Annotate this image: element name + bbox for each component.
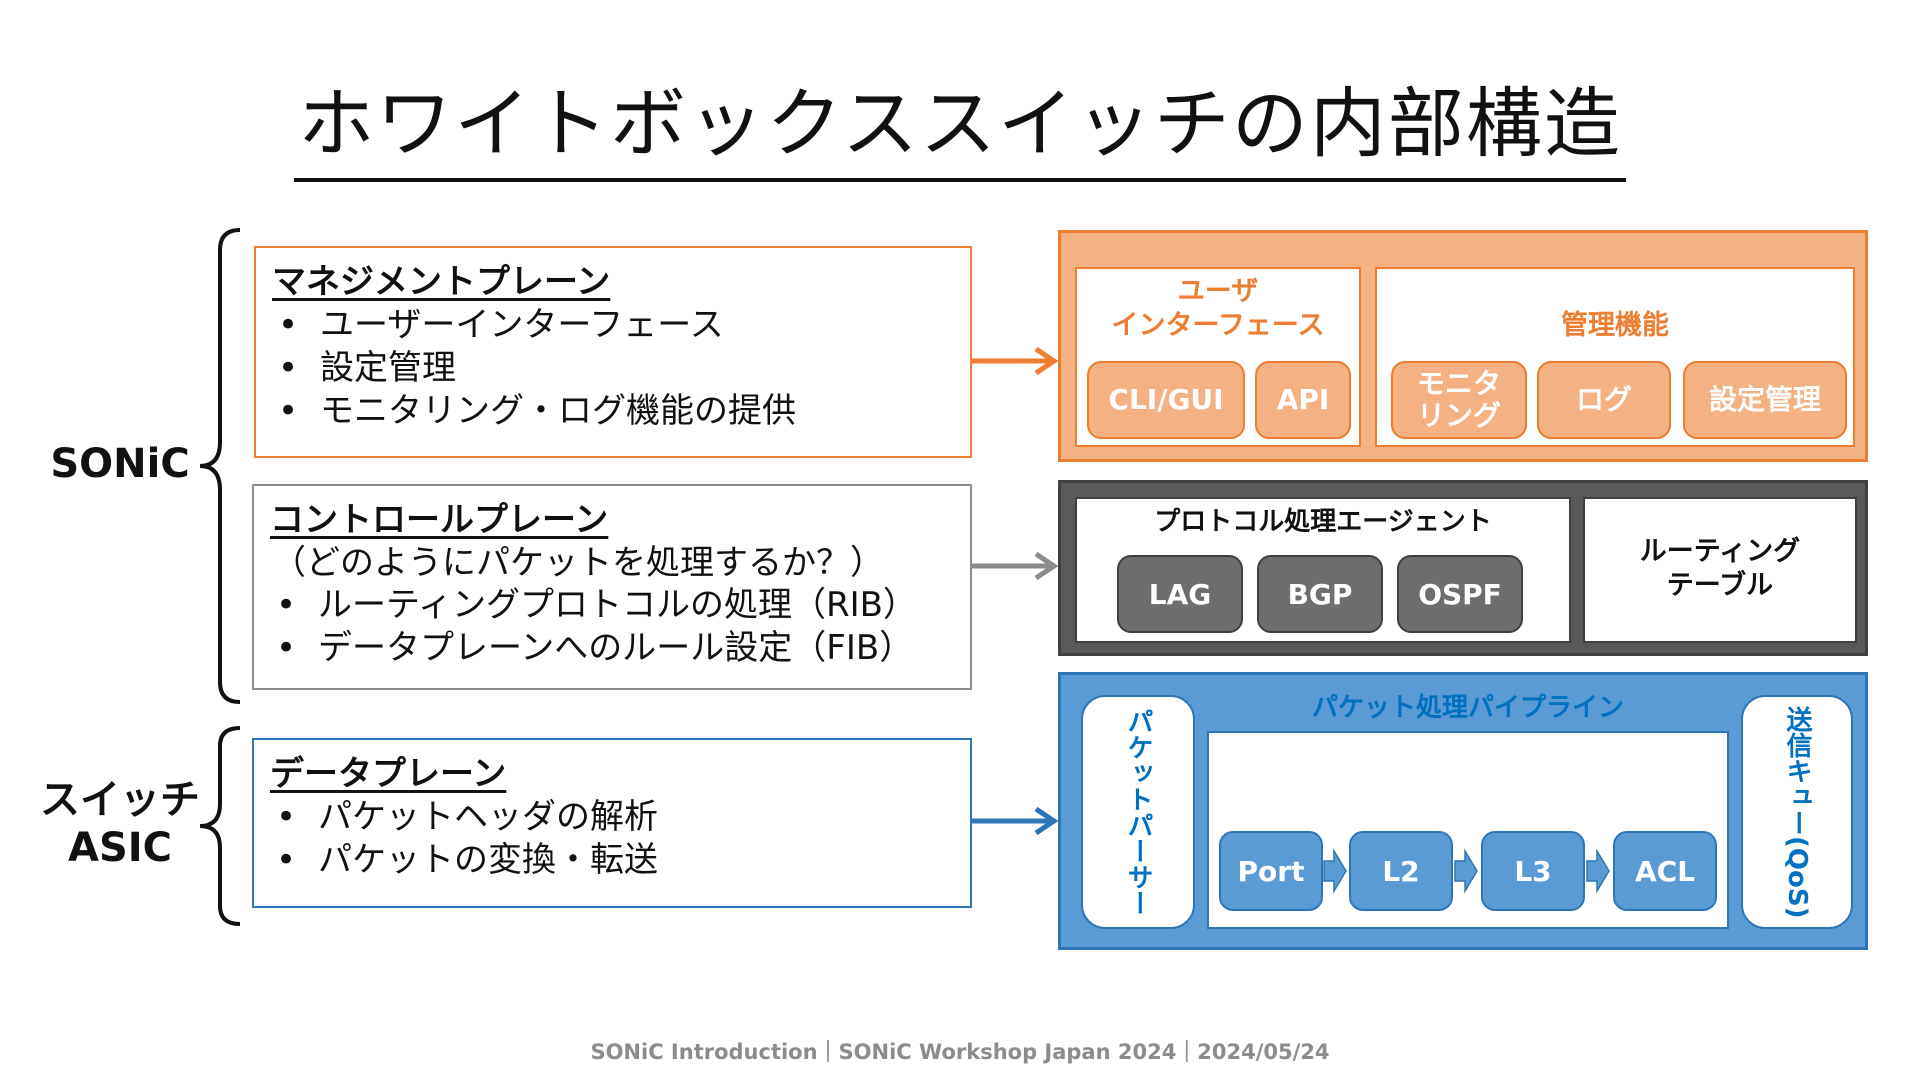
list-item: パケットヘッダの解析 bbox=[270, 796, 954, 839]
transmit-queue-label: 送信キュー (QoS) bbox=[1781, 706, 1813, 918]
asic-label-line1: スイッチ bbox=[40, 777, 200, 823]
sonic-label: SONiC bbox=[50, 441, 190, 487]
management-arrow bbox=[972, 346, 1059, 376]
protocol-agent-label: プロトコル処理エージェント bbox=[1154, 507, 1492, 537]
data-arrow bbox=[972, 806, 1059, 836]
packet-parser-label: パケット パーサー bbox=[1122, 708, 1154, 916]
cli-gui-pill: CLI/GUI bbox=[1087, 361, 1245, 439]
routing-table-label-line2: テーブル bbox=[1666, 570, 1774, 601]
transmit-queue-box: 送信キュー (QoS) bbox=[1741, 695, 1853, 929]
management-plane-box: マネジメントプレーン ユーザーインターフェース 設定管理 モニタリング・ログ機能… bbox=[254, 246, 972, 458]
monitoring-pill-line1: モニタ bbox=[1416, 367, 1501, 400]
lag-pill: LAG bbox=[1117, 555, 1243, 633]
routing-table-label: ルーティング テーブル bbox=[1585, 535, 1855, 603]
transmit-queue-label-line1: 送信キュー bbox=[1782, 705, 1812, 836]
admin-functions-label: 管理機能 bbox=[1561, 310, 1669, 341]
port-stage: Port bbox=[1219, 831, 1323, 911]
packet-parser-label-line1: パケット bbox=[1123, 708, 1153, 812]
management-plane-heading: マネジメントプレーン bbox=[272, 262, 611, 302]
l3-stage: L3 bbox=[1481, 831, 1585, 911]
list-item: ルーティングプロトコルの処理（RIB） bbox=[270, 584, 954, 627]
bgp-pill: BGP bbox=[1257, 555, 1383, 633]
transmit-queue-label-line2: (QoS) bbox=[1782, 835, 1812, 919]
monitoring-pill: モニタ リング bbox=[1391, 361, 1527, 439]
control-arrow bbox=[972, 551, 1059, 581]
stage-arrow-3 bbox=[1586, 848, 1610, 894]
control-panel: プロトコル処理エージェント LAG BGP OSPF ルーティング テーブル bbox=[1058, 480, 1868, 656]
admin-functions-panel: 管理機能 モニタ リング ログ 設定管理 bbox=[1375, 267, 1855, 447]
footer: SONiC Introduction｜SONiC Workshop Japan … bbox=[590, 1040, 1330, 1064]
stage-arrow-2 bbox=[1454, 848, 1478, 894]
ospf-pill: OSPF bbox=[1397, 555, 1523, 633]
control-plane-subheading: （どのようにパケットを処理するか？） bbox=[272, 543, 884, 583]
log-pill: ログ bbox=[1537, 361, 1671, 439]
control-plane-box: コントロールプレーン （どのようにパケットを処理するか？） ルーティングプロトコ… bbox=[252, 484, 972, 690]
data-plane-heading: データプレーン bbox=[270, 754, 507, 794]
user-interface-panel: ユーザ インターフェース CLI/GUI API bbox=[1075, 267, 1361, 447]
pipeline-box: パケット処理パイプライン Port L2 L3 ACL bbox=[1207, 693, 1729, 929]
data-panel: パケット パーサー パケット処理パイプライン Port L2 L3 ACL 送信… bbox=[1058, 672, 1868, 950]
list-item: ユーザーインターフェース bbox=[272, 304, 954, 347]
packet-parser-box: パケット パーサー bbox=[1081, 695, 1195, 929]
l2-stage: L2 bbox=[1349, 831, 1453, 911]
user-interface-label-line2: インターフェース bbox=[1111, 310, 1325, 341]
list-item: モニタリング・ログ機能の提供 bbox=[272, 390, 954, 433]
list-item: パケットの変換・転送 bbox=[270, 839, 954, 882]
data-plane-box: データプレーン パケットヘッダの解析 パケットの変換・転送 bbox=[252, 738, 972, 908]
config-management-pill: 設定管理 bbox=[1683, 361, 1847, 439]
protocol-agent-panel: プロトコル処理エージェント LAG BGP OSPF bbox=[1075, 497, 1571, 643]
management-panel: ユーザ インターフェース CLI/GUI API 管理機能 モニタ リング ログ… bbox=[1058, 230, 1868, 462]
pipeline-label: パケット処理パイプライン bbox=[1311, 693, 1624, 723]
sonic-brace bbox=[199, 228, 241, 704]
routing-table-label-line1: ルーティング bbox=[1639, 536, 1801, 567]
packet-parser-label-line2: パーサー bbox=[1123, 812, 1153, 916]
acl-stage: ACL bbox=[1613, 831, 1717, 911]
data-plane-list: パケットヘッダの解析 パケットの変換・転送 bbox=[270, 796, 954, 882]
control-plane-heading: コントロールプレーン bbox=[270, 500, 609, 540]
asic-label: スイッチ ASIC bbox=[30, 776, 210, 872]
api-pill: API bbox=[1255, 361, 1351, 439]
control-plane-list: ルーティングプロトコルの処理（RIB） データプレーンへのルール設定（FIB） bbox=[270, 584, 954, 670]
asic-label-line2: ASIC bbox=[67, 825, 172, 871]
list-item: データプレーンへのルール設定（FIB） bbox=[270, 627, 954, 670]
management-plane-list: ユーザーインターフェース 設定管理 モニタリング・ログ機能の提供 bbox=[272, 304, 954, 433]
list-item: 設定管理 bbox=[272, 347, 954, 390]
user-interface-label: ユーザ インターフェース bbox=[1077, 275, 1359, 343]
user-interface-label-line1: ユーザ bbox=[1177, 276, 1259, 307]
routing-table-panel: ルーティング テーブル bbox=[1583, 497, 1857, 643]
asic-brace bbox=[199, 726, 241, 926]
stage-arrow-1 bbox=[1323, 848, 1347, 894]
monitoring-pill-line2: リング bbox=[1416, 399, 1501, 432]
slide-title: ホワイトボックススイッチの内部構造 bbox=[0, 62, 1920, 182]
